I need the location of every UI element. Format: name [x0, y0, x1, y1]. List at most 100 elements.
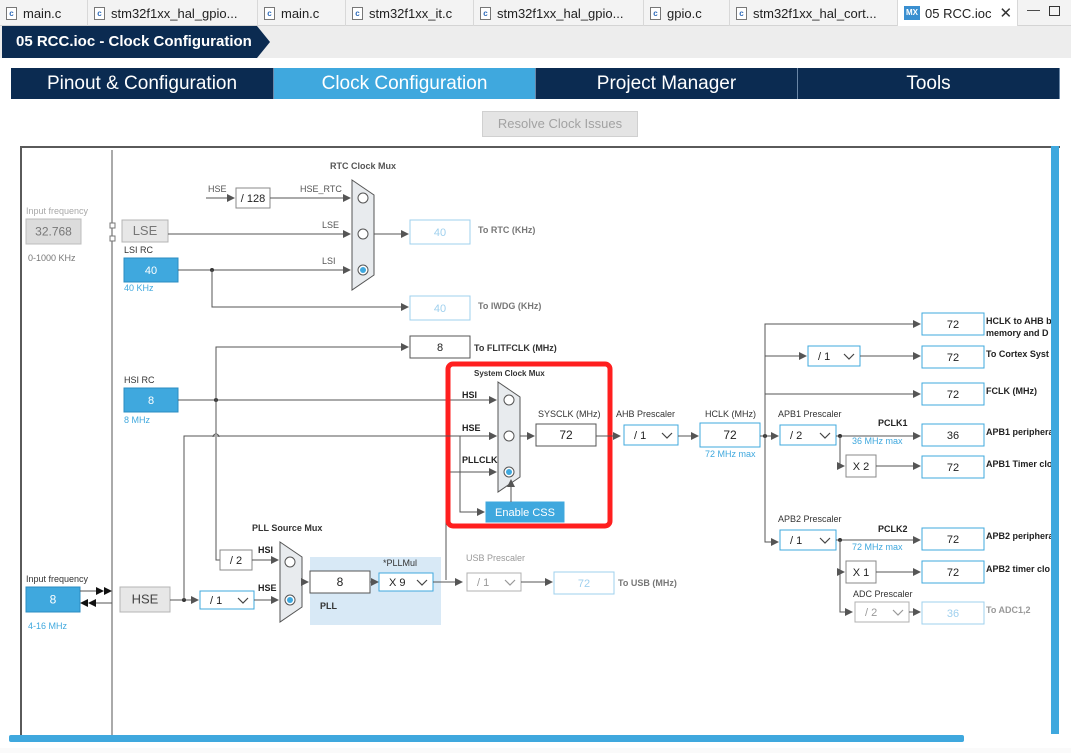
chevron-down-icon: [416, 579, 428, 586]
ahb-prescaler-select[interactable]: [623, 424, 679, 446]
hsi-rc-oscillator[interactable]: [123, 387, 179, 413]
output-value-box-text: 72: [947, 462, 959, 474]
arrow-left-icon: [88, 599, 96, 607]
apb1-prescaler-select[interactable]: [779, 424, 837, 446]
diagram-label: PLL: [320, 601, 338, 611]
rtc-clock-value[interactable]: [409, 219, 471, 245]
vertical-scrollbar[interactable]: [1051, 146, 1059, 734]
output-value-box-text: 72: [947, 352, 959, 364]
pll-source-mux: [279, 541, 303, 623]
hse-oscillator[interactable]: [119, 586, 171, 613]
status-strip: [0, 748, 1071, 753]
output-label: To ADC1,2: [986, 605, 1031, 615]
tab-project-manager[interactable]: Project Manager: [536, 68, 798, 99]
resolve-clock-issues-button[interactable]: Resolve Clock Issues: [482, 111, 638, 137]
enable-css-button[interactable]: [485, 501, 565, 523]
connector-line: [459, 436, 485, 516]
diagram-label: USB Prescaler: [466, 553, 525, 563]
pin-icon: [109, 222, 116, 229]
output-value-box[interactable]: [921, 345, 985, 369]
sysclk-value-text: 72: [559, 428, 573, 442]
apb1-timer-multiplier-text: X 2: [853, 461, 870, 473]
chevron-down-icon: [661, 432, 673, 439]
output-value-box[interactable]: [921, 382, 985, 406]
diagram-label: HSE: [462, 423, 481, 433]
output-label: HCLK to AHB b: [986, 316, 1052, 326]
diagram-label: 72 MHz max: [852, 542, 903, 552]
output-value-box[interactable]: [921, 455, 985, 479]
editor-tab-label: stm32f1xx_it.c: [369, 5, 453, 21]
maximize-icon[interactable]: [1049, 6, 1060, 16]
connector-line: [215, 400, 220, 561]
lsi-rc-oscillator-text: 40: [145, 265, 157, 277]
chevron-down-icon: [843, 353, 855, 360]
breadcrumb-item[interactable]: 05 RCC.ioc - Clock Configuration: [2, 26, 270, 58]
highlight-frame: [445, 361, 613, 529]
radio-dot-icon: [287, 597, 293, 603]
hclk-value[interactable]: [699, 422, 761, 448]
hclk-value-text: 72: [723, 428, 737, 442]
tab-clock-configuration[interactable]: Clock Configuration: [274, 68, 536, 99]
c-file-icon: c: [480, 6, 491, 20]
connector-line: [211, 270, 409, 311]
close-icon[interactable]: ✕: [999, 5, 1013, 22]
iwdg-clock-value[interactable]: [409, 295, 471, 321]
tab-tools[interactable]: Tools: [798, 68, 1060, 99]
output-label: APB1 periphera: [986, 427, 1055, 437]
diagram-label: Input frequency: [26, 574, 89, 584]
output-value-box-text: 36: [947, 608, 959, 620]
usb-clock-value[interactable]: [553, 571, 615, 595]
diagram-label: RTC Clock Mux: [330, 161, 396, 171]
output-value-box-text: 36: [947, 430, 959, 442]
output-value-box-text: 72: [947, 389, 959, 401]
output-label: APB2 timer clo: [986, 564, 1051, 574]
flitfclk-value[interactable]: [409, 335, 471, 359]
connector-line: [839, 572, 853, 616]
editor-tab-label: main.c: [281, 5, 320, 21]
rtc-clock-value-text: 40: [434, 227, 446, 239]
diagram-label: APB1 Prescaler: [778, 409, 842, 419]
output-value-box[interactable]: [921, 423, 985, 447]
radio-button[interactable]: [357, 192, 369, 204]
flitfclk-value-text: 8: [437, 342, 443, 354]
output-label: APB1 Timer clo: [986, 459, 1053, 469]
diagram-label: HSE_RTC: [300, 184, 342, 194]
radio-button[interactable]: [503, 394, 515, 406]
editor-tab-label: 05 RCC.ioc: [925, 5, 992, 21]
diagram-label: APB2 Prescaler: [778, 514, 842, 524]
lse-oscillator[interactable]: [121, 219, 169, 243]
connector-line: [215, 343, 409, 400]
radio-button[interactable]: [284, 556, 296, 568]
diagram-label: HSI RC: [124, 375, 155, 385]
apb2-timer-multiplier-text: X 1: [853, 567, 870, 579]
minimize-icon[interactable]: —: [1027, 2, 1040, 17]
diagram-label: HCLK (MHz): [705, 409, 756, 419]
radio-button[interactable]: [357, 228, 369, 240]
hse-frequency-input[interactable]: [25, 586, 81, 613]
lse-frequency-input[interactable]: [25, 218, 82, 245]
output-value-box[interactable]: [921, 312, 985, 336]
output-value-box[interactable]: [921, 527, 985, 551]
value-box-text: / 128: [241, 193, 265, 205]
sysclk-value[interactable]: [535, 423, 597, 447]
editor-tab-label: main.c: [23, 5, 62, 21]
diagram-label: To RTC (KHz): [478, 225, 535, 235]
tab-pinout-configuration[interactable]: Pinout & Configuration: [11, 68, 274, 99]
horizontal-scrollbar[interactable]: [9, 735, 964, 742]
radio-button[interactable]: [503, 430, 515, 442]
lsi-rc-oscillator[interactable]: [123, 257, 179, 283]
output-value-box[interactable]: [921, 560, 985, 584]
diagram-label: HSI: [258, 545, 273, 555]
diagram-label: PLLCLK: [462, 455, 498, 465]
output-value-box[interactable]: [921, 601, 985, 625]
